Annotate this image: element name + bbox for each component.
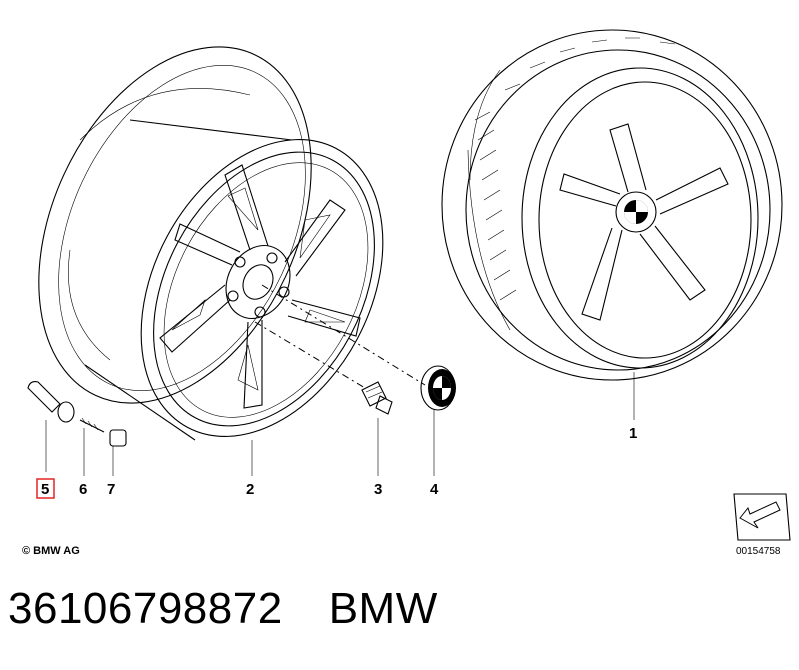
wheel-rim-drawing <box>38 46 384 441</box>
callout-2[interactable]: 2 <box>246 481 254 498</box>
callout-7[interactable]: 7 <box>107 481 115 498</box>
callout-5[interactable]: 5 <box>41 481 49 498</box>
callout-5-highlight <box>36 478 55 499</box>
callout-4[interactable]: 4 <box>430 481 439 498</box>
valve-stem <box>27 381 75 423</box>
hub-cap-emblem <box>420 365 456 411</box>
part-number-line: 36106798872 BMW <box>8 584 438 634</box>
part-number: 36106798872 <box>8 584 283 633</box>
brand-name: BMW <box>328 584 438 633</box>
complete-wheel-with-tire <box>441 29 783 381</box>
valve-cap <box>109 429 127 447</box>
reference-number: 00154758 <box>736 546 781 557</box>
arrow-box-icon <box>733 493 791 541</box>
assembly-line-bolt <box>254 321 366 389</box>
callout-1[interactable]: 1 <box>629 425 637 442</box>
callout-6[interactable]: 6 <box>79 481 87 498</box>
assembly-line-cap <box>261 284 426 386</box>
callout-3[interactable]: 3 <box>374 481 382 498</box>
valve-core <box>79 417 105 433</box>
copyright-text: © BMW AG <box>22 545 80 557</box>
wheel-bolt <box>361 381 393 415</box>
